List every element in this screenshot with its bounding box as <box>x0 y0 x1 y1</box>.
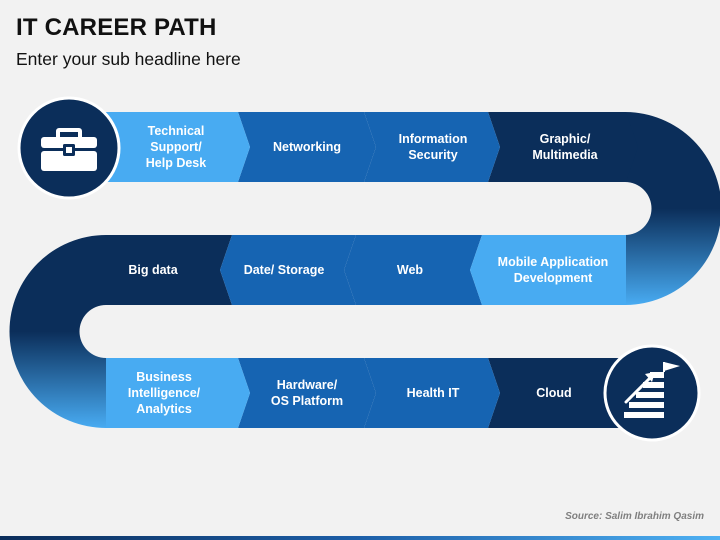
source-citation: Source: Salim Ibrahim Qasim <box>565 511 704 522</box>
step-label-12: Cloud <box>536 386 572 400</box>
bottom-accent-bar <box>0 536 720 540</box>
step-label-8: Big data <box>128 263 178 277</box>
page-title: IT CAREER PATH <box>16 14 217 41</box>
stairs-flag-icon <box>624 362 680 418</box>
step-label-3: Information Security <box>398 132 468 162</box>
chevron-step-11 <box>364 358 500 428</box>
step-label-4: Graphic/ Multimedia <box>532 132 598 162</box>
chevron-step-6 <box>344 235 482 305</box>
chevron-step-9 <box>106 358 250 428</box>
path-bend-right <box>625 112 720 305</box>
step-label-1: Technical Support/ Help Desk <box>145 124 207 170</box>
page-subtitle: Enter your sub headline here <box>16 49 241 69</box>
step-label-10: Hardware/ OS Platform <box>270 378 344 408</box>
chevron-step-2 <box>238 112 376 182</box>
chevron-step-3 <box>364 112 500 182</box>
briefcase-icon <box>41 128 97 171</box>
chevron-step-4 <box>488 112 638 182</box>
step-label-5: Mobile Application Development <box>497 255 609 285</box>
chevron-step-8 <box>106 235 232 305</box>
path-bend-left <box>9 235 107 428</box>
chevron-step-7 <box>220 235 356 305</box>
step-label-6: Web <box>396 263 424 277</box>
step-label-9: Business Intelligence/ Analytics <box>127 370 201 416</box>
step-label-7: Date/ Storage <box>243 263 325 277</box>
chevron-step-5 <box>470 235 626 305</box>
step-label-2: Networking <box>272 140 342 154</box>
chevron-step-10 <box>238 358 376 428</box>
step-label-11: Health IT <box>406 386 460 400</box>
